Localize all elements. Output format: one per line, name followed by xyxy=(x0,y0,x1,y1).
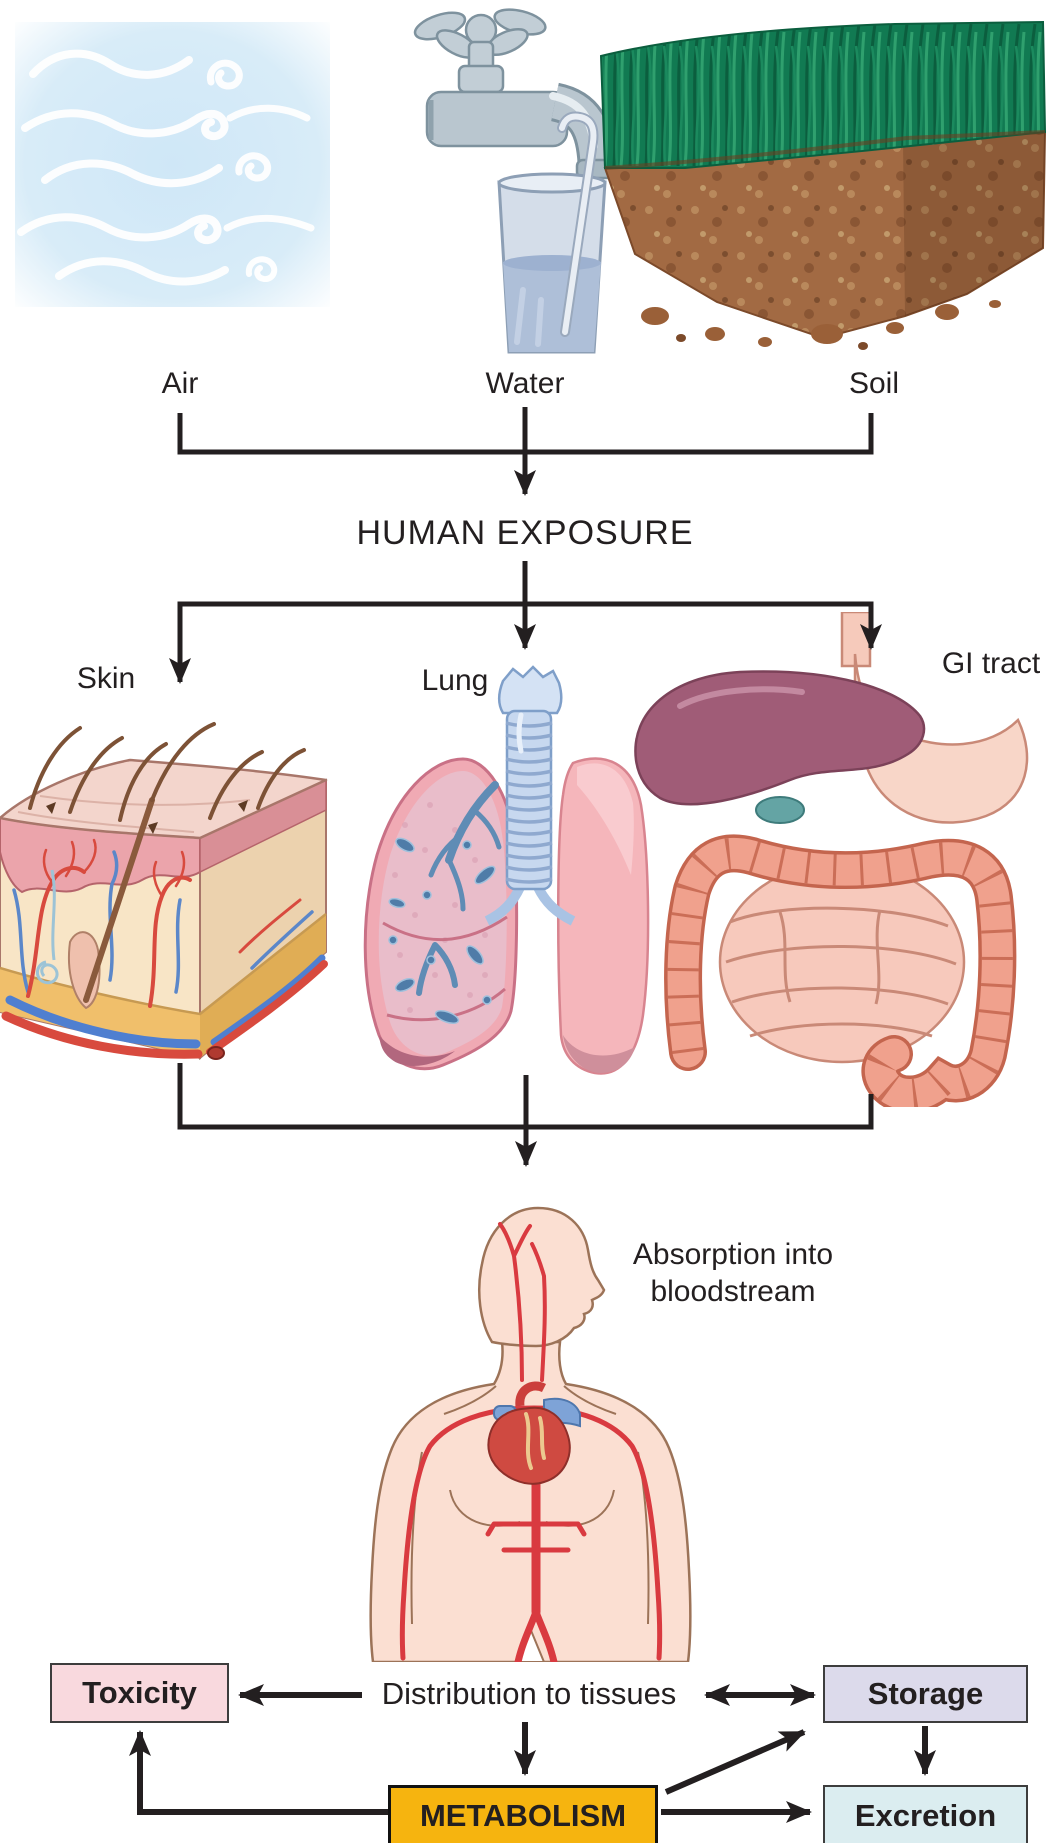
absorption-line2: bloodstream xyxy=(650,1275,816,1308)
liver xyxy=(634,670,926,806)
trachea xyxy=(484,665,576,926)
water-label: Water xyxy=(485,367,565,400)
wind-swirl-icons xyxy=(17,49,315,286)
skin-label: Skin xyxy=(76,662,136,695)
soil-illustration xyxy=(599,20,1047,350)
gi-tract-label: GI tract xyxy=(941,647,1041,680)
air-label: Air xyxy=(161,367,199,400)
heart-icon xyxy=(487,1381,581,1485)
storage-box: Storage xyxy=(823,1665,1028,1723)
left-lung-cutaway xyxy=(363,757,519,1071)
penetration-marks xyxy=(46,800,248,834)
metabolism-box: METABOLISM xyxy=(388,1785,658,1843)
air-illustration xyxy=(15,22,330,307)
bronchiole-blobs xyxy=(388,837,496,1024)
human-exposure-label: HUMAN EXPOSURE xyxy=(356,514,694,552)
absorption-label: Absorption into bloodstream xyxy=(603,1236,863,1310)
arrow-metabolism-to-storage xyxy=(664,1729,806,1795)
large-intestine xyxy=(664,834,1017,1107)
soil-label: Soil xyxy=(848,367,900,400)
trachea-rings xyxy=(505,721,553,884)
sweat-gland-icon xyxy=(36,869,59,985)
arterial-system xyxy=(399,1222,663,1662)
lung-label: Lung xyxy=(421,664,489,697)
hair-icons xyxy=(28,722,306,822)
artery-icons xyxy=(26,838,302,1008)
distribution-label: Distribution to tissues xyxy=(381,1676,677,1711)
absorption-line1: Absorption into xyxy=(632,1238,834,1271)
arrow-metabolism-to-toxicity xyxy=(129,1730,390,1815)
bronchi xyxy=(416,781,502,996)
lung-illustration xyxy=(363,665,650,1075)
air-panel xyxy=(15,22,330,307)
skin-illustration xyxy=(0,722,328,1061)
faucet-icon xyxy=(413,8,613,180)
alveoli-texture xyxy=(392,802,488,1013)
hair-shaft xyxy=(83,797,155,1003)
metabolism-label: METABOLISM xyxy=(419,1798,627,1833)
soil-crumbs xyxy=(641,300,1001,350)
small-intestine xyxy=(718,860,966,1064)
toxicity-label: Toxicity xyxy=(82,1675,197,1710)
water-illustration xyxy=(413,8,613,354)
storage-label: Storage xyxy=(867,1676,984,1711)
drinking-glass-icon xyxy=(497,111,607,354)
excretion-box: Excretion xyxy=(823,1785,1028,1843)
vein-icons xyxy=(12,850,314,994)
sources-bracket xyxy=(177,413,874,455)
gi-tract-illustration xyxy=(634,612,1029,1107)
toxicity-box: Toxicity xyxy=(50,1663,229,1723)
skin-cross-section xyxy=(0,722,328,1061)
soil-block xyxy=(599,20,1047,350)
excretion-label: Excretion xyxy=(854,1798,997,1833)
gallbladder xyxy=(755,796,805,824)
human-body-illustration xyxy=(369,1206,692,1662)
